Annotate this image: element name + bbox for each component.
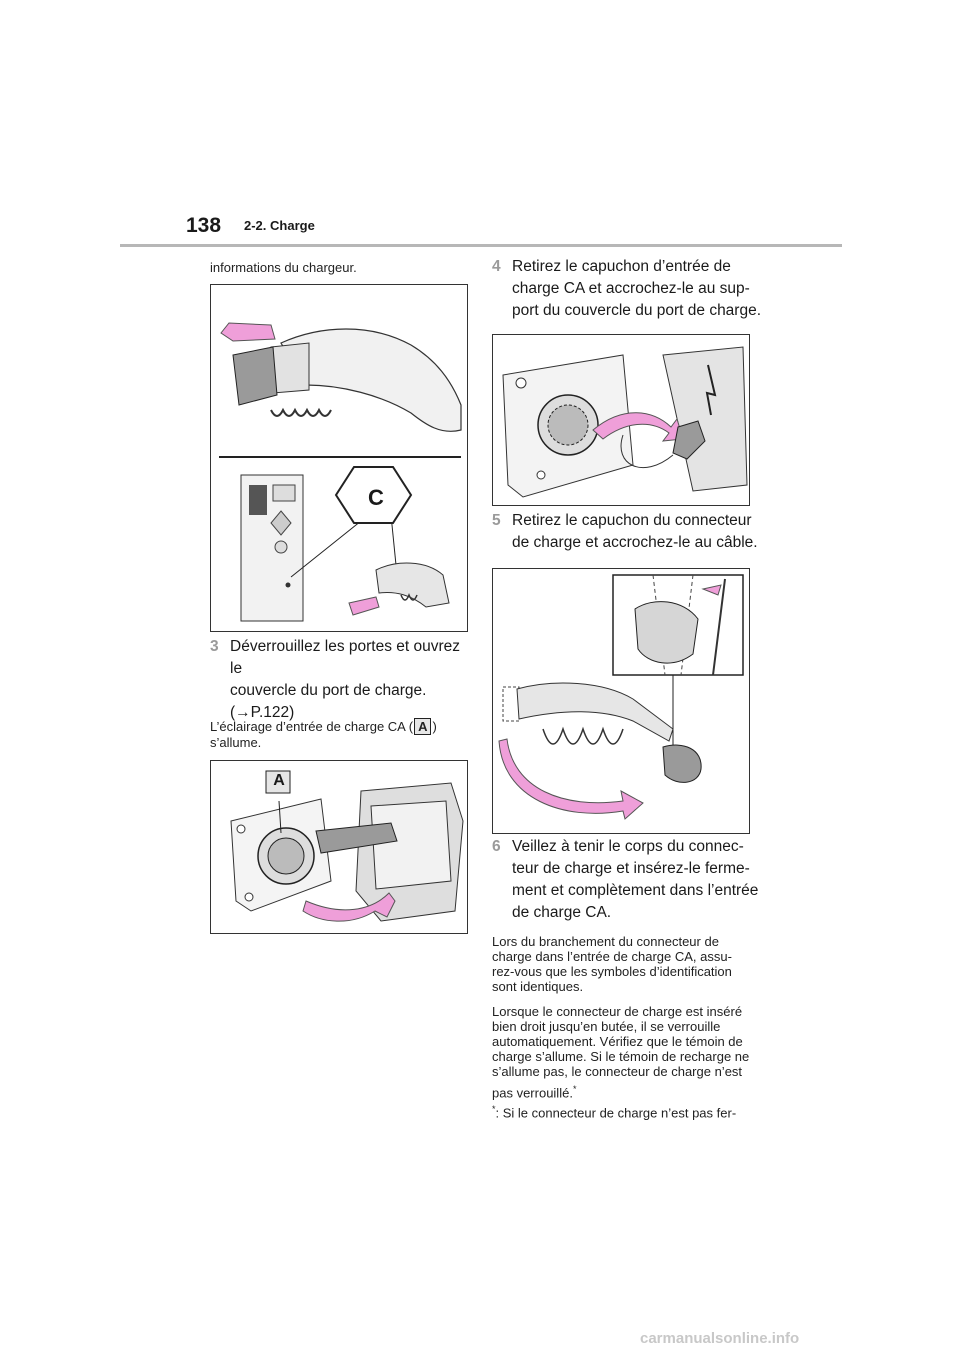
step-3: 3 Déverrouillez les portes et ouvrez le … — [210, 636, 470, 721]
step-6: 6 Veillez à tenir le corps du connec- te… — [492, 836, 762, 928]
figure-remove-inlet-cap — [492, 334, 750, 506]
footnote-star: * — [492, 1104, 496, 1115]
step-4-line3: port du couvercle du port de charge. — [512, 302, 762, 319]
step-5-number: 5 — [492, 512, 501, 529]
para2-line: bien droit jusqu’en butée, il se verroui… — [492, 1019, 721, 1034]
para1-line: charge dans l’entrée de charge CA, assu- — [492, 949, 732, 964]
page-number: 138 — [186, 214, 222, 237]
figure-charge-port-open: A — [210, 760, 468, 934]
figure-charger-connector: C — [210, 284, 468, 632]
note-badge-a: A — [414, 718, 432, 735]
section-title: 2-2. Charge — [244, 218, 315, 233]
para2-line: s’allume pas, le connecteur de charge n’… — [492, 1064, 743, 1079]
step-4-line2: charge CA et accrochez-le au sup- — [512, 280, 750, 297]
para2-last-line: pas verrouillé.* — [492, 1084, 577, 1101]
footer-watermark[interactable]: carmanualsonline.info — [640, 1330, 800, 1347]
para2-line: Lorsque le connecteur de charge est insé… — [492, 1004, 743, 1019]
step-6-line2: teur de charge et insérez-le ferme- — [512, 860, 750, 877]
para1-line: rez-vous que les symboles d’identificati… — [492, 964, 732, 979]
step-4: 4 Retirez le capuchon d’entrée de charge… — [492, 256, 762, 326]
figure-remove-connector-cap — [492, 568, 750, 834]
step-5-line2: de charge et accrochez-le au câble. — [512, 534, 758, 551]
step-4-number: 4 — [492, 258, 501, 275]
step-4-line1: Retirez le capuchon d’entrée de — [512, 258, 731, 275]
charge-port-illustration — [230, 770, 464, 922]
para2-line: charge s’allume. Si le témoin de recharg… — [492, 1049, 750, 1064]
footnote-line: *: Si le connecteur de charge n’est pas … — [492, 1104, 737, 1121]
footnote-marker: * — [572, 1084, 577, 1094]
step-5-line1: Retirez le capuchon du connecteur — [512, 512, 752, 529]
paragraph-locking: Lorsque le connecteur de charge est insé… — [492, 1004, 762, 1121]
para1-line: sont identiques. — [492, 979, 584, 994]
step-3-line2: couvercle du port de charge. — [230, 682, 427, 699]
figure-label-a: A — [273, 772, 285, 789]
connector-cap-illustration — [498, 574, 744, 820]
note-text-2: ) — [432, 719, 437, 734]
step-3-line1: Déverrouillez les portes et ouvrez le — [230, 638, 461, 677]
para2-line: automatiquement. Vérifiez que le témoin … — [492, 1034, 743, 1049]
step-6-line4: de charge CA. — [512, 904, 612, 921]
step-6-number: 6 — [492, 838, 501, 855]
header-rule — [120, 244, 842, 247]
step-5: 5 Retirez le capuchon du connecteur de c… — [492, 510, 762, 558]
step-3-link[interactable]: (→P.122) — [230, 704, 295, 721]
note-text-1: L’éclairage d’entrée de charge CA ( — [210, 719, 414, 734]
para1-line: Lors du branchement du connecteur de — [492, 934, 719, 949]
inlet-cap-illustration — [502, 346, 748, 498]
intro-text: informations du chargeur. — [210, 260, 357, 275]
charger-connector-illustration — [219, 322, 462, 622]
step-3-note: L’éclairage d’entrée de charge CA (A) s’… — [210, 718, 470, 750]
figure-label-c: C — [368, 485, 384, 510]
note-text-line2: s’allume. — [210, 735, 262, 750]
step-3-number: 3 — [210, 638, 219, 655]
step-6-line1: Veillez à tenir le corps du connec- — [512, 838, 744, 855]
paragraph-identification: Lors du branchement du connecteur de cha… — [492, 934, 762, 994]
step-6-line3: ment et complètement dans l’entrée — [512, 882, 759, 899]
